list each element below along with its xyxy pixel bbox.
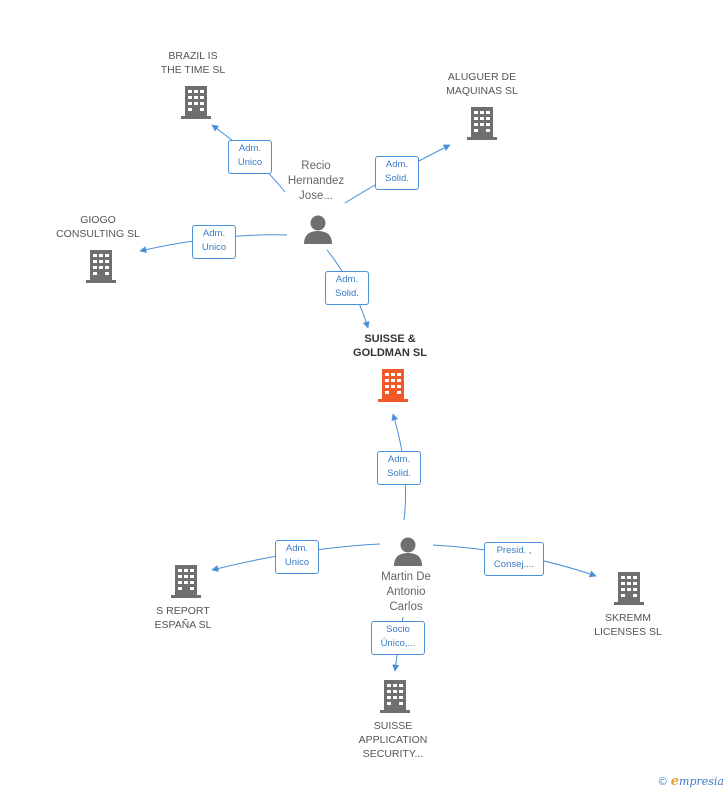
node-label-suisse-app[interactable]: SUISSE APPLICATION SECURITY... (358, 720, 428, 760)
edge-label-martin-suisseapp[interactable]: Socio Único,... (371, 621, 425, 655)
person-icon[interactable] (392, 536, 424, 566)
building-icon[interactable] (613, 570, 645, 606)
empresia-logo[interactable]: ©empresia (659, 774, 724, 789)
node-label-recio[interactable]: Recio Hernandez Jose... (287, 160, 345, 202)
building-icon[interactable] (170, 563, 202, 599)
edge-label-martin-sreport[interactable]: Adm. Unico (275, 540, 319, 574)
edge-label-recio-giogo[interactable]: Adm. Unico (192, 225, 236, 259)
copyright-symbol: © (658, 776, 667, 788)
node-label-giogo[interactable]: GIOGO CONSULTING SL (56, 214, 140, 240)
node-label-brazil[interactable]: BRAZIL IS THE TIME SL (160, 50, 226, 76)
node-label-skremm[interactable]: SKREMM LICENSES SL (594, 612, 662, 638)
building-icon[interactable] (379, 678, 411, 714)
edge-label-recio-brazil[interactable]: Adm. Unico (228, 140, 272, 174)
node-label-martin[interactable]: Martin De Antonio Carlos (381, 571, 431, 613)
node-label-sreport[interactable]: S REPORT ESPAÑA SL (154, 605, 212, 631)
edge-label-martin-skremm[interactable]: Presid. , Consej.... (484, 542, 544, 576)
brand-initial: e (670, 774, 680, 789)
node-label-aluguer[interactable]: ALUGUER DE MAQUINAS SL (446, 71, 518, 97)
node-label-suisse-goldman[interactable]: SUISSE & GOLDMAN SL (353, 333, 427, 359)
building-icon[interactable] (466, 105, 498, 141)
building-icon[interactable] (85, 248, 117, 284)
person-icon[interactable] (302, 214, 334, 244)
edge-label-martin-suisse[interactable]: Adm. Solid. (377, 451, 421, 485)
edge-label-recio-suisse[interactable]: Adm. Solid. (325, 271, 369, 305)
edge-label-recio-aluguer[interactable]: Adm. Solid. (375, 156, 419, 190)
building-icon[interactable] (180, 84, 212, 120)
brand-name: mpresia (679, 775, 724, 788)
building-icon[interactable] (377, 367, 409, 403)
